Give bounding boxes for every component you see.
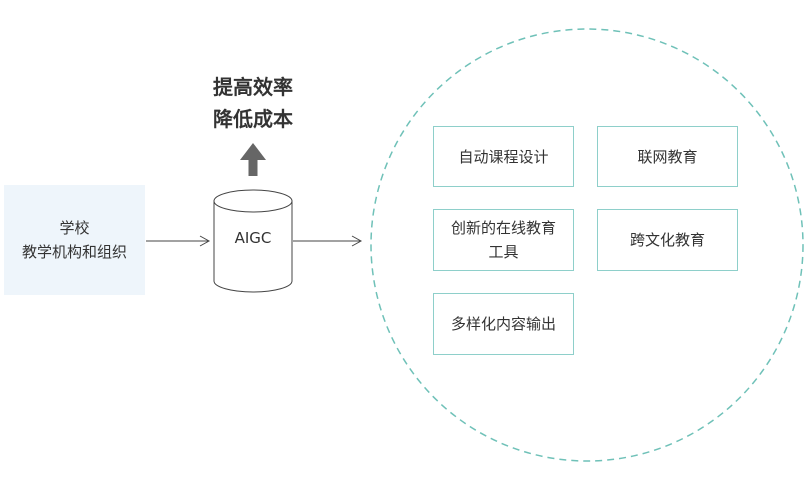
output-label: 跨文化教育 [629, 231, 705, 249]
aigc-label: AIGC [234, 229, 272, 247]
output-box-course-design: 自动课程设计 [433, 126, 574, 187]
output-label-line-1: 创新的在线教育 [450, 219, 556, 237]
source-box: 学校 教学机构和组织 [4, 185, 145, 295]
goal-label: 提高效率 降低成本 [180, 71, 326, 135]
arrow-aigc-to-outputs [293, 235, 363, 247]
output-label: 多样化内容输出 [450, 315, 556, 333]
output-circle [370, 28, 804, 462]
goal-line-1: 提高效率 [213, 75, 293, 99]
output-box-innovative-tools: 创新的在线教育 工具 [433, 209, 574, 271]
output-box-cross-culture: 跨文化教育 [597, 209, 738, 271]
arrow-source-to-aigc [146, 235, 211, 247]
source-line-1: 学校 [59, 219, 90, 237]
goal-line-2: 降低成本 [213, 107, 293, 131]
up-arrow-icon [240, 143, 266, 176]
output-label-line-2: 工具 [488, 243, 519, 261]
output-box-diverse-content: 多样化内容输出 [433, 293, 574, 355]
output-label: 自动课程设计 [458, 147, 549, 166]
source-line-2: 教学机构和组织 [21, 243, 127, 261]
output-label: 联网教育 [637, 147, 698, 166]
output-box-online-education: 联网教育 [597, 126, 738, 187]
aigc-cylinder [213, 189, 293, 293]
